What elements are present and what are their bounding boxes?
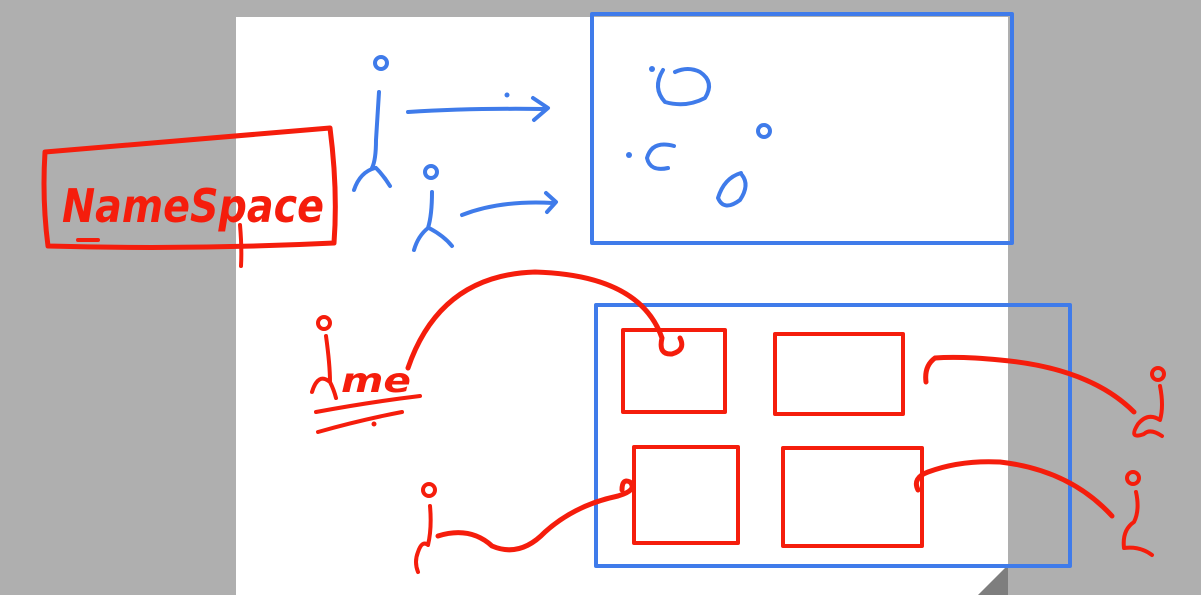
- arrow-blue-1: [406, 92, 550, 122]
- person-figure-blue-2: [412, 164, 454, 252]
- arrow-red-bottom-to-box-3: [435, 478, 635, 553]
- person-figure-red-bottom: [414, 482, 437, 574]
- arrow-right-2-to-box-4: [913, 459, 1115, 519]
- resource-box-3: [632, 445, 740, 545]
- resource-box-4: [781, 446, 924, 548]
- person-figure-red-right-1: [1132, 366, 1166, 438]
- person-figure-red-right-2: [1121, 470, 1154, 557]
- namespace-label-group: NameSpace: [41, 125, 338, 268]
- namespace-box-bottom: [594, 303, 1072, 568]
- arrow-blue-2: [460, 191, 558, 217]
- pod-marks: [626, 66, 772, 208]
- page-corner-fold: [978, 565, 1008, 595]
- person-figure-blue-1: [352, 55, 392, 192]
- person-figure-me: me: [310, 315, 422, 434]
- arrow-me-to-box-1: [405, 269, 685, 371]
- namespace-box-top: [590, 12, 1014, 245]
- namespace-label-frame: [41, 125, 338, 250]
- resource-box-2: [773, 332, 905, 416]
- namespace-label: NameSpace: [62, 179, 324, 233]
- resource-box-1: [621, 328, 727, 414]
- me-label: me: [341, 361, 411, 401]
- arrow-right-1-to-box-2: [923, 354, 1137, 415]
